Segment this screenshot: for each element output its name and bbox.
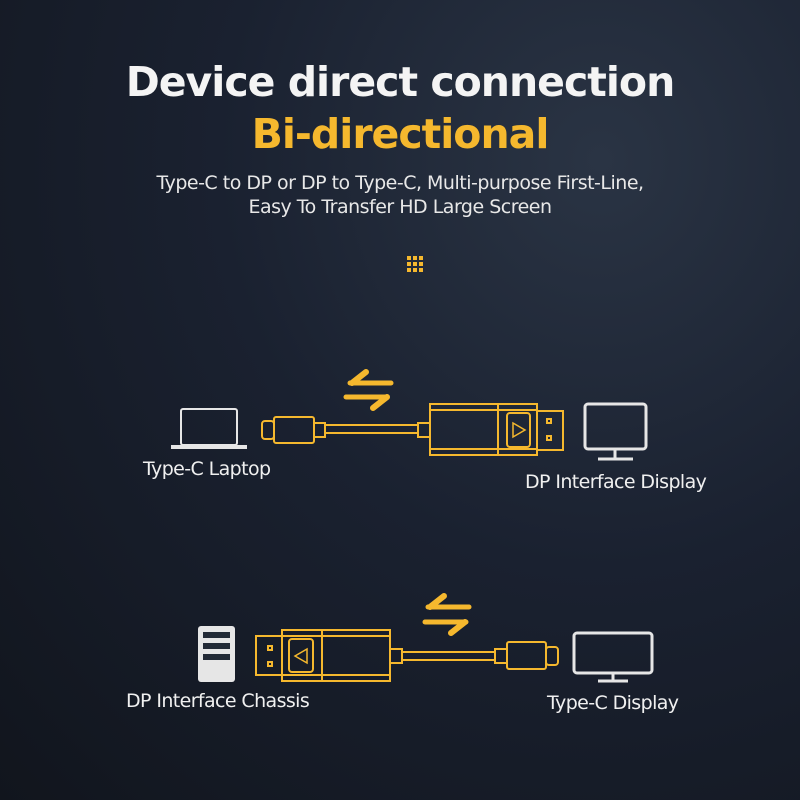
subtitle-line-1: Type-C to DP or DP to Type-C, Multi-purp… (156, 172, 644, 194)
page-highlight: Bi-directional (251, 110, 550, 158)
laptop-icon (171, 408, 247, 449)
cable-dp-to-typec-icon (255, 629, 559, 682)
page-title: Device direct connection (125, 58, 676, 106)
label-dp-display: DP Interface Display (525, 471, 707, 493)
bidirectional-arrows-icon (422, 593, 472, 636)
label-typec-display: Type-C Display (547, 692, 679, 714)
subtitle-line-2: Easy To Transfer HD Large Screen (248, 196, 552, 218)
monitor-icon (572, 631, 654, 683)
cable-typec-to-dp-icon (261, 403, 564, 456)
page-subtitle: Type-C to DP or DP to Type-C, Multi-purp… (0, 171, 800, 219)
label-typec-laptop: Type-C Laptop (143, 458, 271, 480)
bidirectional-arrows-icon (343, 369, 394, 411)
grid-dots-icon (407, 256, 423, 272)
label-dp-chassis: DP Interface Chassis (126, 690, 310, 712)
monitor-icon (583, 402, 648, 461)
server-chassis-icon (198, 626, 235, 682)
